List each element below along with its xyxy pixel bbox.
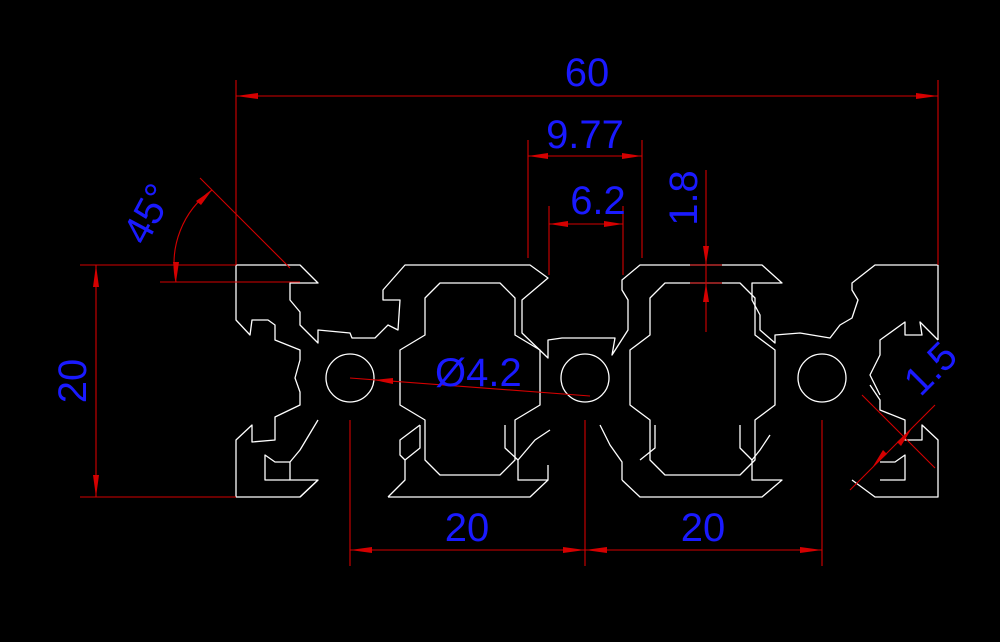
- dim-45-ext-angled: [199, 177, 291, 269]
- lower-slot-right: [880, 454, 906, 481]
- bottom-slot-a: [404, 425, 519, 461]
- dim-15-ext-a: [861, 394, 936, 469]
- dim-bore-arrow: [374, 378, 393, 384]
- dim-60-arrow-right: [916, 93, 938, 99]
- dim-bore-label: Ø4.2: [435, 351, 522, 395]
- bore-left: [325, 353, 375, 403]
- profile-outline: [235, 264, 939, 498]
- dim-pitch-right-label: 20: [681, 506, 726, 550]
- left-chamber: [399, 282, 541, 476]
- dim-45-arrow-lower: [173, 262, 179, 282]
- dim-45-arrow-upper: [196, 190, 212, 205]
- dim-pitch-arrow-1: [350, 547, 372, 553]
- dim-977-label: 9.77: [546, 113, 624, 157]
- dim-60-arrow-left: [236, 93, 258, 99]
- bore-right: [797, 353, 847, 403]
- dim-977-arrow-left: [528, 153, 548, 159]
- dim-18-arrow-top: [703, 246, 709, 265]
- dim-pitch-arrow-2: [563, 547, 585, 553]
- dim-pitch-arrow-3: [585, 547, 607, 553]
- bore-center: [560, 353, 610, 403]
- bottom-slot-b: [639, 425, 753, 461]
- dim-60-label: 60: [565, 51, 610, 95]
- profile-left-edge: [235, 265, 319, 498]
- profile-top-edge: [236, 264, 939, 359]
- dim-15-arrow-b: [872, 450, 887, 468]
- dim-h20-label: 20: [51, 359, 95, 404]
- dim-18-arrow-bottom: [703, 283, 709, 302]
- dim-h20-arrow-bottom: [93, 475, 99, 497]
- lower-slot-left: [264, 454, 290, 481]
- profile-right-edge: [869, 321, 939, 396]
- dim-62-arrow-right: [604, 221, 623, 227]
- dim-15-arrow-a: [897, 428, 912, 446]
- dim-62-arrow-left: [549, 221, 568, 227]
- dim-pitch-left-label: 20: [445, 506, 490, 550]
- dim-15-line: [849, 404, 936, 491]
- dim-62-label: 6.2: [570, 179, 626, 223]
- dim-pitch-arrow-4: [800, 547, 822, 553]
- dim-18-label: 1.8: [662, 170, 706, 226]
- dim-977-arrow-right: [622, 153, 642, 159]
- profile-bottom-edge: [299, 384, 939, 498]
- dim-h20-arrow-top: [93, 265, 99, 287]
- right-chamber: [629, 282, 776, 476]
